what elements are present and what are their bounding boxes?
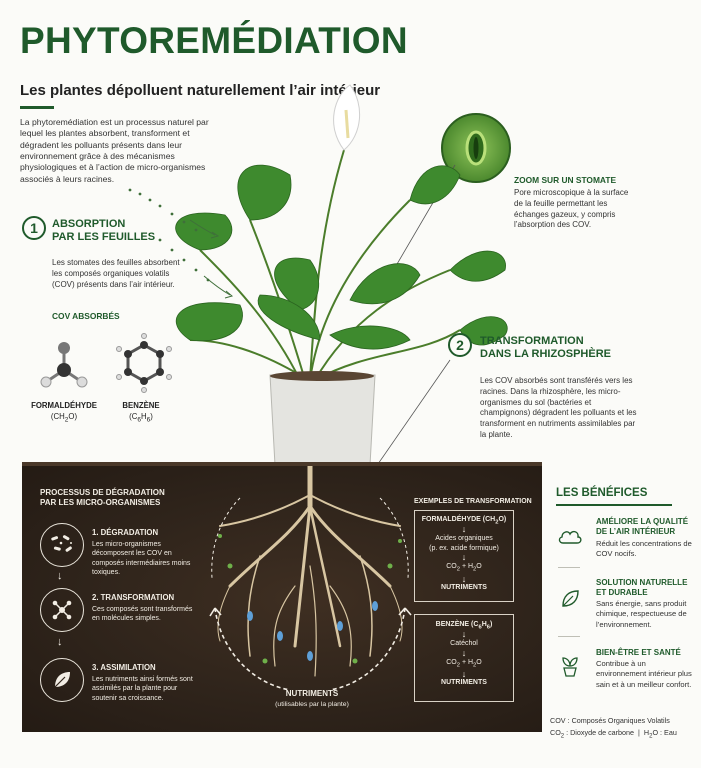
- formaldehyde-label: FORMALDÉHYDE (CH2O): [26, 401, 102, 424]
- example-1-mid1: Acides organiques: [435, 535, 493, 543]
- nutrients-note: (utilisables par la plante): [275, 701, 349, 708]
- process-step-3-text: Les nutriments ainsi formés sont assimil…: [92, 676, 193, 702]
- stomate-zoom: [440, 112, 512, 184]
- process-step-1-title: 1. DÉGRADATION: [92, 528, 159, 537]
- benefits-title: LES BÉNÉFICES: [556, 487, 648, 499]
- nutrients-label: NUTRIMENTS: [285, 689, 339, 698]
- example-2-head: BENZÈNE (C6H6): [435, 621, 493, 631]
- leaf-icon: [556, 585, 584, 613]
- examples-title: EXEMPLES DE TRANSFORMATION: [414, 498, 532, 505]
- process-step-2-text: Ces composés sont transformés en molécul…: [92, 606, 193, 623]
- benzene-molecule-icon: [116, 333, 172, 393]
- benefit-divider-2: [558, 636, 580, 637]
- page-title: PHYTOREMÉDIATION: [20, 20, 408, 61]
- assimilation-leaf-icon: [40, 658, 84, 702]
- benefit-3-text: Contribue à un environnement intérieur p…: [596, 659, 692, 689]
- transformation-icon: [40, 588, 84, 632]
- formaldehyde-formula: (CH2O): [50, 412, 78, 424]
- benefit-divider-1: [558, 567, 580, 568]
- example-benzene-box: BENZÈNE (C6H6) ↓ Catéchol ↓ CO2 + H2O ↓ …: [414, 614, 514, 702]
- subtitle-rule: [20, 106, 54, 109]
- example-formaldehyde-box: FORMALDÉHYDE (CH2O) ↓ Acides organiques …: [414, 510, 514, 602]
- footer-legend-formulas: CO2 : Dioxyde de carbone | H2O : Eau: [550, 728, 677, 740]
- step-2-badge: 2: [448, 333, 472, 357]
- benzene-formula: (C6H6): [129, 412, 153, 424]
- step-2-title: TRANSFORMATION DANS LA RHIZOSPHÈRE: [480, 335, 611, 361]
- voc-airflow-dots: [128, 188, 234, 299]
- process-title: PROCESSUS DE DÉGRADATION PAR LES MICRO-O…: [40, 488, 165, 508]
- process-step-3-title: 3. ASSIMILATION: [92, 663, 156, 672]
- intro-text: La phytoremédiation est un processus nat…: [20, 117, 209, 184]
- example-2-end: NUTRIMENTS: [441, 679, 487, 687]
- page-subtitle: Les plantes dépolluent naturellement l’a…: [20, 82, 381, 99]
- process-arrow-1: ↓: [57, 570, 63, 582]
- formaldehyde-molecule-icon: [40, 342, 88, 388]
- example-1-end: NUTRIMENTS: [441, 583, 487, 591]
- step-1-text: Les stomates des feuilles absorbent les …: [52, 258, 180, 289]
- benefit-1-text: Réduit les concentrations de COV nocifs.: [596, 539, 692, 559]
- example-1-products: CO2 + H2O: [446, 563, 482, 573]
- example-2-mid1: Catéchol: [450, 640, 478, 648]
- example-1-arrow-1: ↓: [461, 524, 467, 535]
- example-1-head: FORMALDÉHYDE (CH2O): [421, 516, 507, 526]
- benefit-2-title: SOLUTION NATURELLE ET DURABLE: [596, 578, 688, 597]
- example-1-mid2: (p. ex. acide formique): [429, 544, 499, 552]
- step-2-text: Les COV absorbés sont transférés vers le…: [480, 376, 637, 439]
- example-2-arrow-1: ↓: [461, 629, 467, 640]
- example-1-arrow-3: ↓: [461, 573, 467, 584]
- cov-title: COV ABSORBÉS: [52, 311, 120, 321]
- nutrient-cycle-arrows: [209, 497, 412, 691]
- example-1-arrow-2: ↓: [461, 552, 467, 563]
- process-step-2-title: 2. TRANSFORMATION: [92, 593, 175, 602]
- example-2-arrow-3: ↓: [461, 669, 467, 680]
- process-step-1-text: Les micro-organismes décomposent les COV…: [92, 541, 191, 577]
- step-1-badge: 1: [22, 216, 46, 240]
- benefit-2-text: Sans énergie, sans produit chimique, res…: [596, 599, 687, 629]
- benzene-label: BENZÈNE (C6H6): [106, 401, 176, 424]
- stomate-illustration: [441, 113, 511, 183]
- example-2-products: CO2 + H2O: [446, 658, 482, 669]
- step-1-title: ABSORPTION PAR LES FEUILLES: [52, 218, 156, 244]
- footer-legend-cov: COV : Composés Organiques Volatils: [550, 716, 670, 725]
- stomate-title: ZOOM SUR UN STOMATE: [514, 175, 617, 185]
- roots-illustration: [217, 466, 403, 677]
- benefits-rule: [556, 504, 672, 506]
- cloud-icon: [556, 522, 584, 550]
- degradation-icon: [40, 523, 84, 567]
- stomate-text: Pore microscopique à la surface de la fe…: [514, 188, 629, 230]
- process-arrow-2: ↓: [57, 636, 63, 648]
- benefit-1-title: AMÉLIORE LA QUALITÉ DE L’AIR INTÉRIEUR: [596, 517, 689, 536]
- example-2-arrow-2: ↓: [461, 647, 467, 658]
- benefit-3-title: BIEN-ÊTRE ET SANTÉ: [596, 648, 681, 657]
- potted-plant-icon: [556, 652, 584, 680]
